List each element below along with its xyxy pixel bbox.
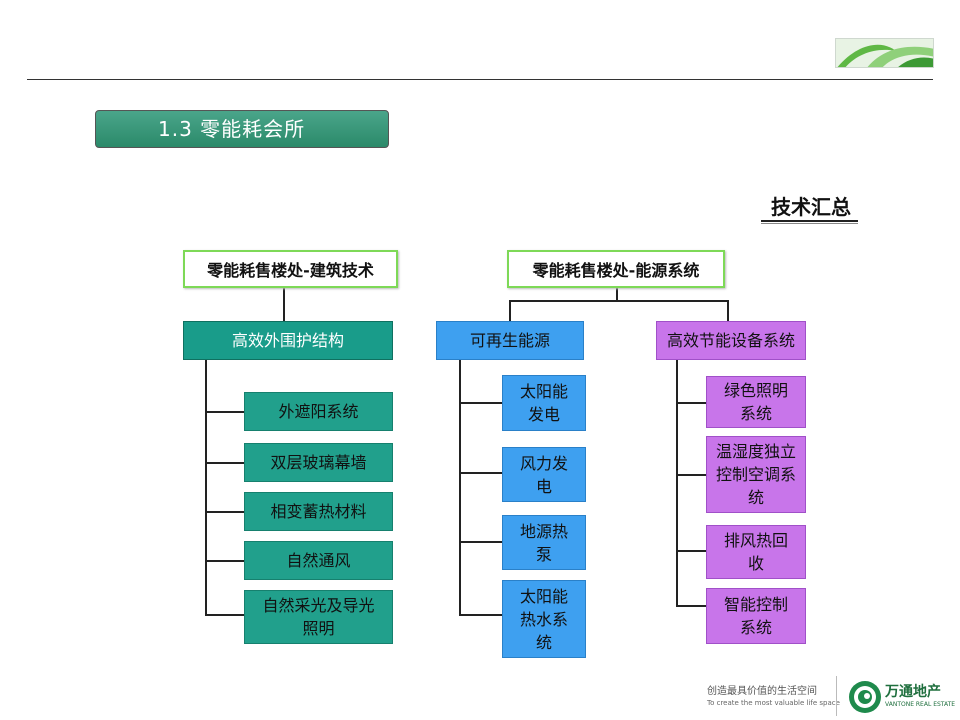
brand-name-en: VANTONE REAL ESTATE bbox=[885, 701, 956, 708]
renewable-item: 太阳能发电 bbox=[502, 375, 586, 431]
section-title: 1.3 零能耗会所 bbox=[95, 110, 389, 148]
renewable-item: 地源热泵 bbox=[502, 515, 586, 570]
building-item: 自然采光及导光照明 bbox=[244, 590, 393, 644]
building-tech-heading: 零能耗售楼处-建筑技术 bbox=[183, 250, 398, 288]
footer-slogan-en: To create the most valuable life space bbox=[707, 699, 840, 707]
equipment-item: 排风热回收 bbox=[706, 525, 806, 579]
header-divider bbox=[27, 79, 933, 80]
brand-logo-icon bbox=[848, 680, 882, 714]
footer-slogan: 创造最具价值的生活空间 bbox=[707, 686, 817, 697]
renewable-item: 风力发电 bbox=[502, 447, 586, 502]
renewable-item: 太阳能热水系统 bbox=[502, 580, 586, 658]
envelope-structure-node: 高效外围护结构 bbox=[183, 321, 393, 360]
equipment-item: 温湿度独立控制空调系统 bbox=[706, 436, 806, 513]
summary-title: 技术汇总 bbox=[771, 195, 851, 219]
building-item: 自然通风 bbox=[244, 541, 393, 580]
summary-underline bbox=[761, 220, 858, 224]
equipment-item: 智能控制系统 bbox=[706, 588, 806, 644]
brand-name: 万通地产 bbox=[885, 684, 941, 700]
footer-divider bbox=[836, 676, 837, 716]
building-item: 双层玻璃幕墙 bbox=[244, 443, 393, 482]
renewable-energy-node: 可再生能源 bbox=[436, 321, 584, 360]
equipment-item: 绿色照明系统 bbox=[706, 376, 806, 428]
building-item: 相变蓄热材料 bbox=[244, 492, 393, 531]
building-item: 外遮阳系统 bbox=[244, 392, 393, 431]
energy-system-heading: 零能耗售楼处-能源系统 bbox=[507, 250, 725, 288]
leaf-logo-icon bbox=[835, 38, 934, 68]
efficient-equipment-node: 高效节能设备系统 bbox=[656, 321, 806, 360]
